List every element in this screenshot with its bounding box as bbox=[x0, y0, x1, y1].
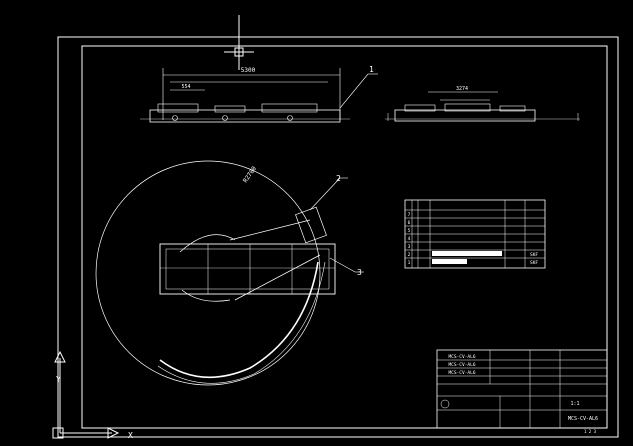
parts-row-no: 3 bbox=[408, 244, 411, 250]
plan-view: R2700 2 3 bbox=[95, 160, 364, 386]
title-scale: 1:1 bbox=[570, 401, 579, 407]
svg-text:Y: Y bbox=[56, 375, 61, 384]
logo-emblem bbox=[440, 399, 450, 409]
ucs-axis-icon: Y X bbox=[52, 350, 133, 440]
title-block: MCS-CV-AL6 MCS-CV-AL6 MCS-CV-AL6 MCS-CV-… bbox=[436, 349, 608, 434]
parts-row-name-fill bbox=[432, 251, 502, 256]
crosshair-cursor bbox=[224, 15, 254, 70]
parts-row-material: SKF bbox=[530, 260, 538, 266]
balloon-3: 3 bbox=[357, 268, 362, 277]
parts-row-no: 1 bbox=[408, 260, 411, 266]
front-view: 5300 554 1 bbox=[140, 65, 378, 123]
balloon-1: 1 bbox=[369, 65, 374, 74]
title-drawing-no: MCS-CV-AL6 bbox=[448, 354, 475, 360]
title-code: MCS-CV-AL6 bbox=[568, 416, 598, 422]
parts-row-material: SKF bbox=[530, 252, 538, 258]
parts-row-no: 6 bbox=[408, 220, 411, 226]
title-drawing-no: MCS-CV-AL6 bbox=[448, 362, 475, 368]
dim-overall-length: 5300 bbox=[241, 67, 256, 74]
parts-table: 7 6 5 4 3 2 1 SKF SKF bbox=[404, 199, 546, 269]
title-drawing-no: MCS-CV-AL6 bbox=[448, 370, 475, 376]
parts-row-no: 7 bbox=[408, 212, 411, 218]
dim-sub-length: 554 bbox=[181, 84, 190, 90]
dim-side-length: 3274 bbox=[456, 86, 468, 92]
parts-row-no: 2 bbox=[408, 252, 411, 258]
inner-frame bbox=[81, 45, 608, 429]
parts-row-no: 4 bbox=[408, 236, 411, 242]
outer-frame bbox=[57, 36, 619, 438]
side-view: 3274 bbox=[385, 86, 580, 122]
svg-text:X: X bbox=[128, 431, 133, 440]
dim-radius: R2700 bbox=[242, 165, 258, 184]
parts-row-name-fill bbox=[432, 259, 467, 264]
parts-row-no: 5 bbox=[408, 228, 411, 234]
balloon-2: 2 bbox=[336, 174, 341, 183]
title-page: 1 2 3 bbox=[584, 429, 597, 434]
